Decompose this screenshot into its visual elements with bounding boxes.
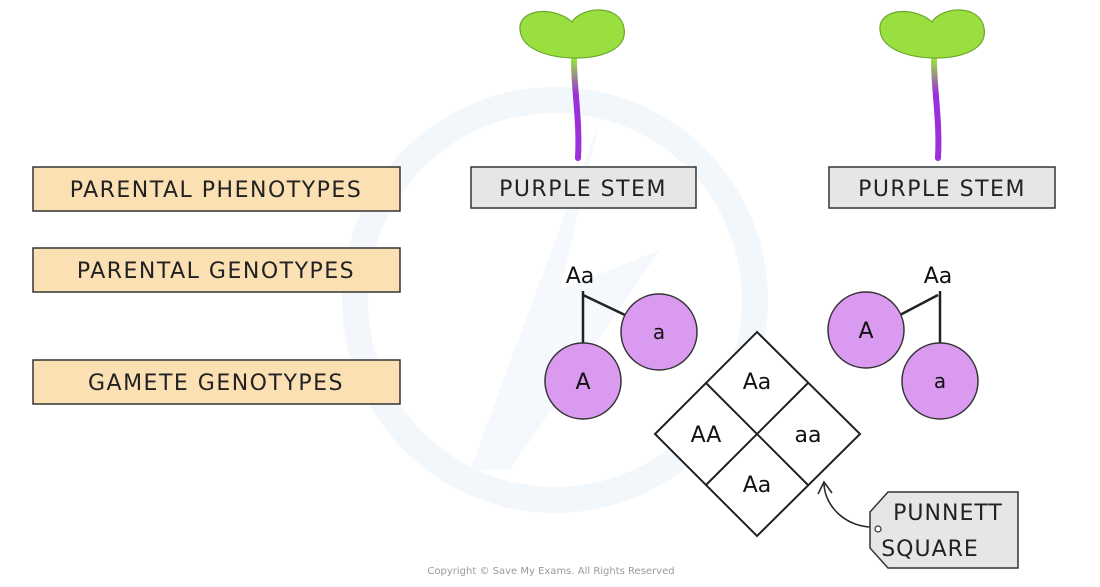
gamete-text-parent-2-big-a: A: [858, 319, 873, 344]
gamete-text-parent-1-big-a: A: [575, 370, 590, 395]
callout-text-line-2: SQUARE: [881, 537, 979, 562]
label-gamete-genotypes-text: GAMETE GENOTYPES: [88, 371, 344, 396]
genotype-text-parent-2: Aa: [924, 264, 953, 289]
genotype-parent-1: Aa: [566, 264, 626, 345]
punnett-cell-right: aa: [795, 423, 822, 448]
punnett-cell-left: AA: [691, 423, 722, 448]
watermark-logo: [342, 87, 768, 513]
phenotype-text-parent-1: PURPLE STEM: [499, 177, 667, 202]
punnett-square-callout: PUNNETT SQUARE: [817, 480, 1019, 569]
label-parental-genotypes-text: PARENTAL GENOTYPES: [77, 259, 355, 284]
punnett-cell-top: Aa: [743, 370, 772, 395]
gamete-parent-2-small-a: a: [901, 342, 979, 420]
gamete-parent-1-big-a: A: [544, 342, 622, 420]
phenotype-box-parent-1: PURPLE STEM: [470, 166, 697, 209]
label-parental-phenotypes-text: PARENTAL PHENOTYPES: [70, 178, 363, 203]
phenotype-box-parent-2: PURPLE STEM: [828, 166, 1056, 209]
copyright-text: Copyright © Save My Exams. All Rights Re…: [427, 566, 674, 577]
gamete-parent-2-big-a: A: [827, 291, 905, 369]
gamete-text-parent-1-small-a: a: [653, 320, 665, 344]
seedling-parent-2: [879, 9, 985, 161]
label-parental-phenotypes: PARENTAL PHENOTYPES: [32, 166, 401, 212]
punnett-square: Aa AA aa Aa: [653, 330, 862, 538]
gamete-text-parent-2-small-a: a: [934, 369, 946, 393]
genotype-parent-2: Aa: [897, 264, 953, 345]
phenotype-text-parent-2: PURPLE STEM: [858, 177, 1026, 202]
callout-text-line-1: PUNNETT: [893, 501, 1003, 526]
label-gamete-genotypes: GAMETE GENOTYPES: [32, 359, 401, 405]
genotype-text-parent-1: Aa: [566, 264, 595, 289]
punnett-cell-bottom: Aa: [743, 473, 772, 498]
seedling-parent-1: [519, 9, 625, 161]
gamete-parent-1-small-a: a: [620, 293, 698, 371]
label-parental-genotypes: PARENTAL GENOTYPES: [32, 247, 401, 293]
